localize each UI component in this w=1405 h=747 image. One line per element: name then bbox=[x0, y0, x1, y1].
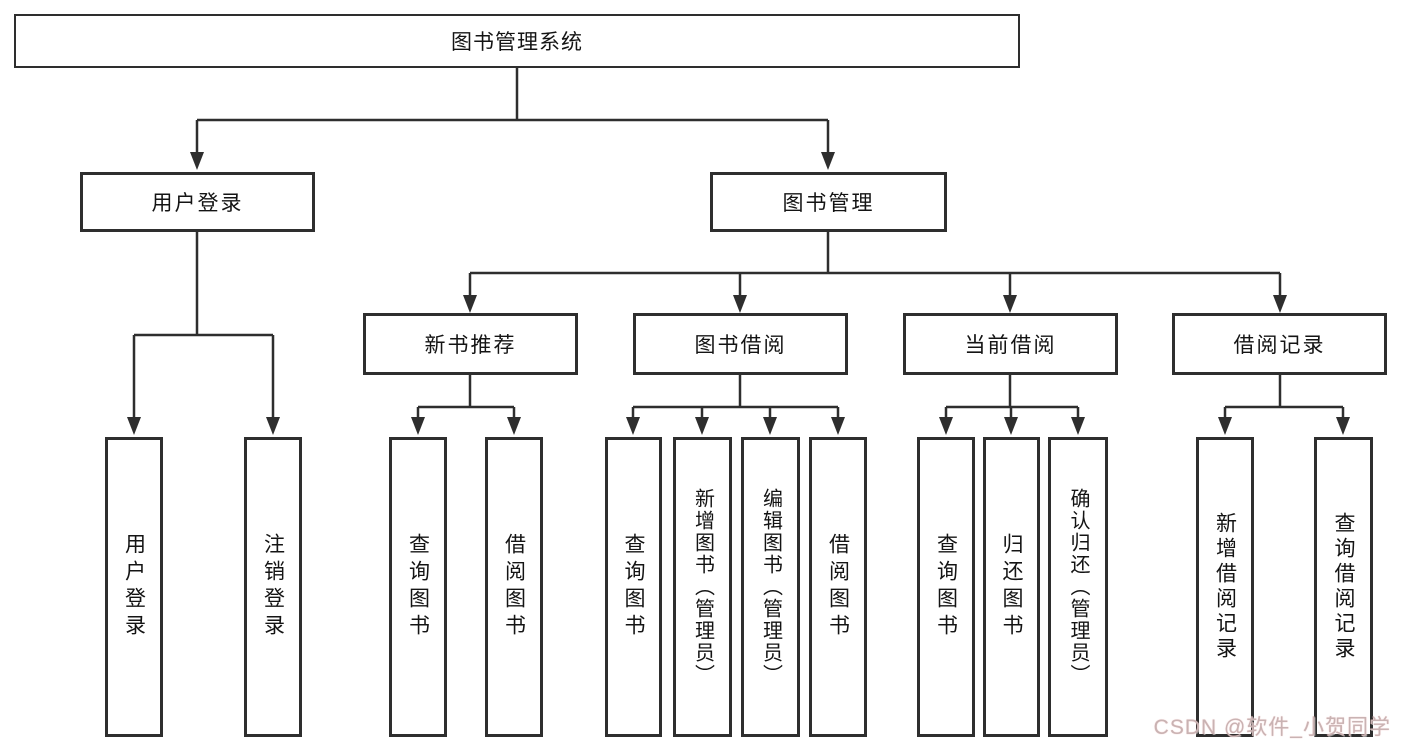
leaf-borrow-books-recommend: 借阅图书 bbox=[485, 437, 543, 737]
node-current-borrow: 当前借阅 bbox=[903, 313, 1118, 375]
node-book-borrow: 图书借阅 bbox=[633, 313, 848, 375]
leaf-label: 确认归还（管理员） bbox=[1067, 488, 1089, 686]
leaf-label: 查询图书 bbox=[406, 533, 430, 641]
leaf-edit-books-admin: 编辑图书（管理员） bbox=[741, 437, 800, 737]
leaf-return-books: 归还图书 bbox=[983, 437, 1040, 737]
leaf-query-books-recommend: 查询图书 bbox=[389, 437, 447, 737]
leaf-add-books-admin: 新增图书（管理员） bbox=[673, 437, 732, 737]
node-library-management-system: 图书管理系统 bbox=[14, 14, 1020, 68]
leaf-label: 借阅图书 bbox=[502, 533, 526, 641]
leaf-label: 借阅图书 bbox=[826, 533, 850, 641]
leaf-label: 新增图书（管理员） bbox=[691, 488, 714, 686]
csdn-watermark: CSDN @软件_小贺同学 bbox=[1153, 716, 1391, 739]
leaf-user-login: 用户登录 bbox=[105, 437, 163, 737]
node-book-management: 图书管理 bbox=[710, 172, 947, 232]
leaf-label: 编辑图书（管理员） bbox=[759, 488, 782, 686]
leaf-label: 注销登录 bbox=[261, 533, 285, 641]
leaf-label: 查询图书 bbox=[622, 533, 645, 641]
leaf-query-books-current: 查询图书 bbox=[917, 437, 975, 737]
leaf-label: 归还图书 bbox=[1000, 533, 1023, 641]
leaf-add-borrow-record: 新增借阅记录 bbox=[1196, 437, 1254, 737]
leaf-label: 查询借阅记录 bbox=[1332, 512, 1355, 662]
node-borrow-record: 借阅记录 bbox=[1172, 313, 1387, 375]
leaf-label: 查询图书 bbox=[934, 533, 958, 641]
node-new-book-recommend: 新书推荐 bbox=[363, 313, 578, 375]
leaf-label: 用户登录 bbox=[122, 533, 146, 641]
leaf-borrow-books: 借阅图书 bbox=[809, 437, 867, 737]
node-user-login: 用户登录 bbox=[80, 172, 315, 232]
leaf-confirm-return-admin: 确认归还（管理员） bbox=[1048, 437, 1108, 737]
leaf-label: 新增借阅记录 bbox=[1213, 512, 1237, 662]
leaf-logout: 注销登录 bbox=[244, 437, 302, 737]
leaf-query-borrow-record: 查询借阅记录 bbox=[1314, 437, 1373, 737]
leaf-query-books-borrow: 查询图书 bbox=[605, 437, 662, 737]
